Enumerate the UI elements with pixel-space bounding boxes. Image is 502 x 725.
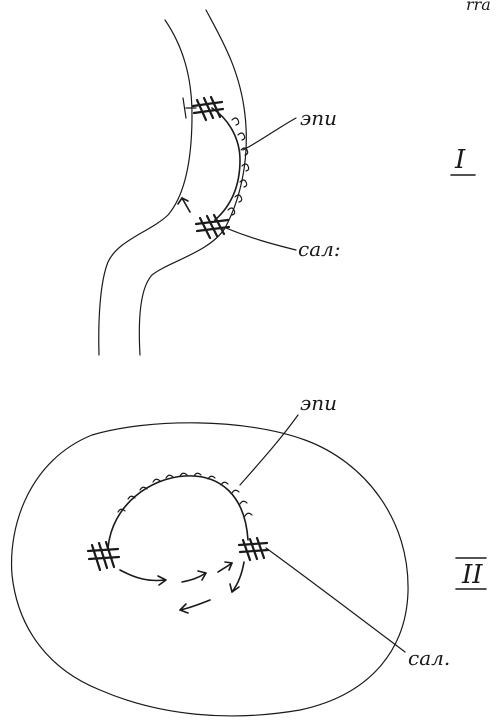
leader-epi-2 xyxy=(240,415,298,485)
roman-2: II xyxy=(461,560,483,590)
figure-2: эпи сал. II xyxy=(12,391,486,716)
figure-1: эпи сал: I xyxy=(99,10,475,355)
label-sal-1: сал: xyxy=(298,237,341,261)
leader-sal-2 xyxy=(266,548,405,652)
corner-text: rra xyxy=(466,0,491,14)
leader-sal-1 xyxy=(226,228,296,250)
leader-epi-1 xyxy=(243,118,296,150)
suture-upper xyxy=(183,97,223,120)
suture-left xyxy=(88,542,119,570)
suture-lower xyxy=(196,215,229,238)
duct-left-wall xyxy=(99,20,192,355)
flow-arrows xyxy=(120,562,244,613)
duct-right-wall xyxy=(139,10,246,355)
suture-right xyxy=(239,538,268,560)
label-epi-2: эпи xyxy=(300,391,337,415)
label-epi-1: эпи xyxy=(300,106,337,130)
label-sal-2: сал. xyxy=(408,646,450,670)
outer-outline xyxy=(12,423,409,716)
inner-arch xyxy=(108,476,248,548)
roman-1: I xyxy=(454,145,466,175)
arrow-up xyxy=(178,198,190,212)
